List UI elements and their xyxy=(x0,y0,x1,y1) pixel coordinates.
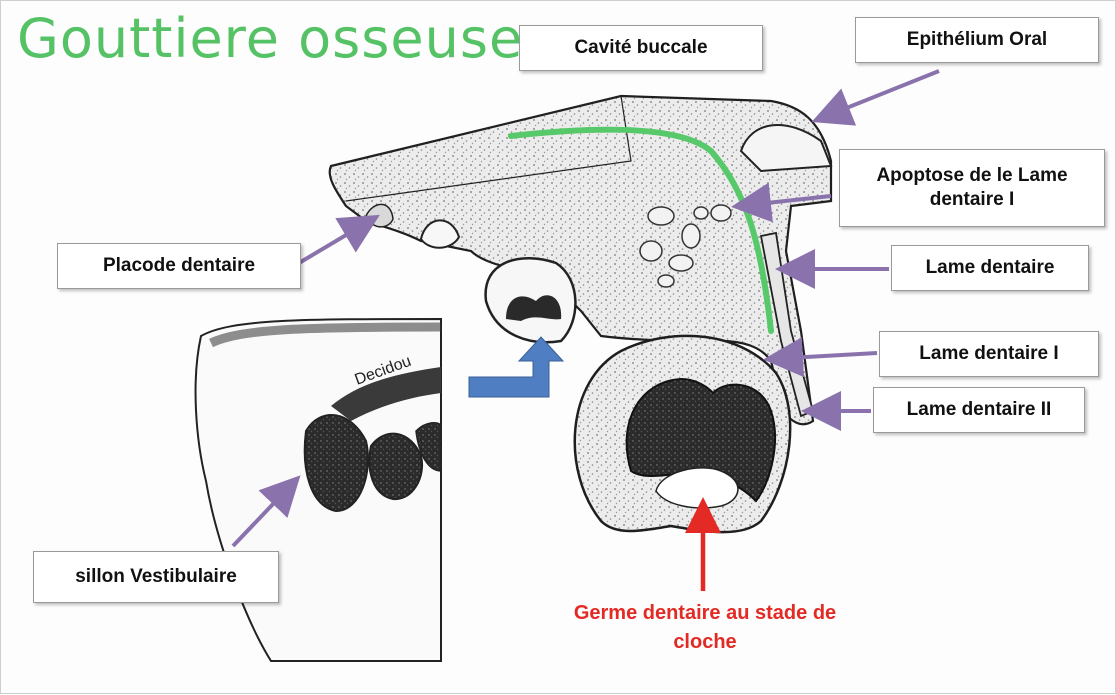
pointer-arrows xyxy=(231,69,940,548)
green-highlight-line xyxy=(508,126,774,334)
jaw-tissue-drawing xyxy=(328,94,833,534)
label-epithelium-oral: Epithélium Oral xyxy=(855,17,1099,63)
label-apoptose: Apoptose de le Lame dentaire I xyxy=(839,149,1105,227)
label-cavite-buccale: Cavité buccale xyxy=(519,25,763,71)
handwritten-title: Gouttiere osseuse xyxy=(17,7,524,70)
inset-section-drawing: Decidou xyxy=(194,317,442,662)
label-sillon-vestibulaire: sillon Vestibulaire xyxy=(33,551,279,603)
label-germe-dentaire: Germe dentaire au stade de cloche xyxy=(573,602,837,653)
label-lame-dentaire-1: Lame dentaire I xyxy=(879,331,1099,377)
bell-stage-germ xyxy=(573,334,792,534)
label-lame-dentaire: Lame dentaire xyxy=(891,245,1089,291)
blue-bent-arrow xyxy=(468,336,565,398)
label-lame-dentaire-2: Lame dentaire II xyxy=(873,387,1085,433)
label-placode-dentaire: Placode dentaire xyxy=(57,243,301,289)
